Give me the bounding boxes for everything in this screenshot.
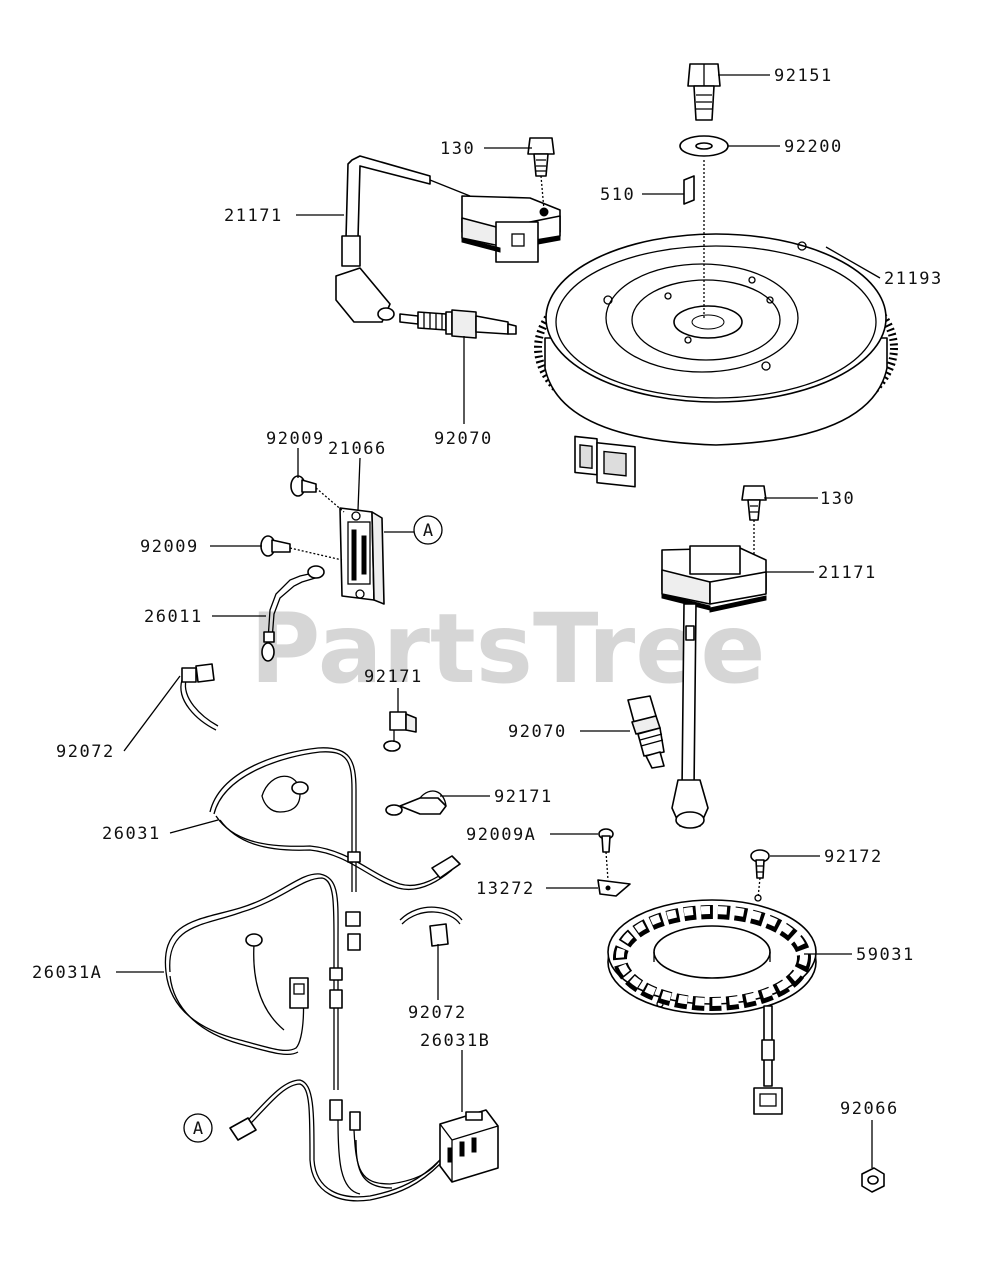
label-92072-lower[interactable]: 92072 xyxy=(408,1003,467,1023)
nut-92066-part[interactable] xyxy=(861,1167,885,1193)
callout-a-lower: A xyxy=(193,1119,203,1139)
label-92070-lower[interactable]: 92070 xyxy=(508,722,567,742)
callout-a-upper: A xyxy=(423,521,433,541)
callout-a-circle-lower xyxy=(183,1113,213,1143)
ignition-coil-21171-lower-part[interactable] xyxy=(661,545,767,829)
screw-92172-part[interactable] xyxy=(750,849,770,879)
screw-92009-lower-part[interactable] xyxy=(260,535,291,557)
label-92172[interactable]: 92172 xyxy=(824,847,883,867)
watermark: PartsTree xyxy=(250,593,765,705)
label-92066[interactable]: 92066 xyxy=(840,1099,899,1119)
label-92070-top[interactable]: 92070 xyxy=(434,429,493,449)
label-130-lower[interactable]: 130 xyxy=(820,489,855,509)
stator-59031-part[interactable] xyxy=(607,894,817,1115)
screw-92009A-part[interactable] xyxy=(598,828,614,853)
harness-26031A-part[interactable] xyxy=(164,873,343,1121)
label-92009-upper[interactable]: 92009 xyxy=(266,429,325,449)
flywheel-part[interactable] xyxy=(534,233,898,488)
label-92171-upper[interactable]: 92171 xyxy=(364,667,423,687)
label-21171-top[interactable]: 21171 xyxy=(224,206,283,226)
key-510-part[interactable] xyxy=(683,175,695,205)
label-13272[interactable]: 13272 xyxy=(476,879,535,899)
label-130-top[interactable]: 130 xyxy=(440,139,475,159)
label-21066[interactable]: 21066 xyxy=(328,439,387,459)
harness-26031B-part[interactable] xyxy=(229,1079,499,1202)
bolt-130-lower-part[interactable] xyxy=(741,485,767,521)
clamp-92171-upper-part[interactable] xyxy=(383,711,417,752)
screw-92009-upper-part[interactable] xyxy=(290,475,317,497)
label-92200[interactable]: 92200 xyxy=(784,137,843,157)
label-26031A[interactable]: 26031A xyxy=(32,963,102,983)
label-59031[interactable]: 59031 xyxy=(856,945,915,965)
label-26011[interactable]: 26011 xyxy=(144,607,203,627)
label-92072-upper[interactable]: 92072 xyxy=(56,742,115,762)
label-26031[interactable]: 26031 xyxy=(102,824,161,844)
regulator-21066-part[interactable] xyxy=(339,507,385,605)
label-92009A[interactable]: 92009A xyxy=(466,825,536,845)
connector-92072-lower-part[interactable] xyxy=(399,906,463,947)
harness-26031-part[interactable] xyxy=(209,747,461,951)
label-26031B[interactable]: 26031B xyxy=(420,1031,490,1051)
label-21171-lower[interactable]: 21171 xyxy=(818,563,877,583)
plate-13272-part[interactable] xyxy=(597,879,631,897)
bolt-92151-part[interactable] xyxy=(687,63,721,121)
label-510[interactable]: 510 xyxy=(600,185,635,205)
clamp-92171-lower-part[interactable] xyxy=(385,790,447,816)
label-92009-lower[interactable]: 92009 xyxy=(140,537,199,557)
label-92151[interactable]: 92151 xyxy=(774,66,833,86)
spark-plug-92070-lower-part[interactable] xyxy=(627,695,665,769)
callout-a-circle-upper xyxy=(413,515,443,545)
bolt-130-top-part[interactable] xyxy=(527,137,555,177)
washer-92200-part[interactable] xyxy=(679,135,729,157)
ignition-coil-21171-top-part[interactable] xyxy=(335,155,561,323)
ground-wire-26011-part[interactable] xyxy=(261,565,325,662)
spark-plug-92070-top-part[interactable] xyxy=(399,309,517,339)
connector-92072-upper-part[interactable] xyxy=(180,663,219,731)
label-21193[interactable]: 21193 xyxy=(884,269,943,289)
label-92171-lower[interactable]: 92171 xyxy=(494,787,553,807)
